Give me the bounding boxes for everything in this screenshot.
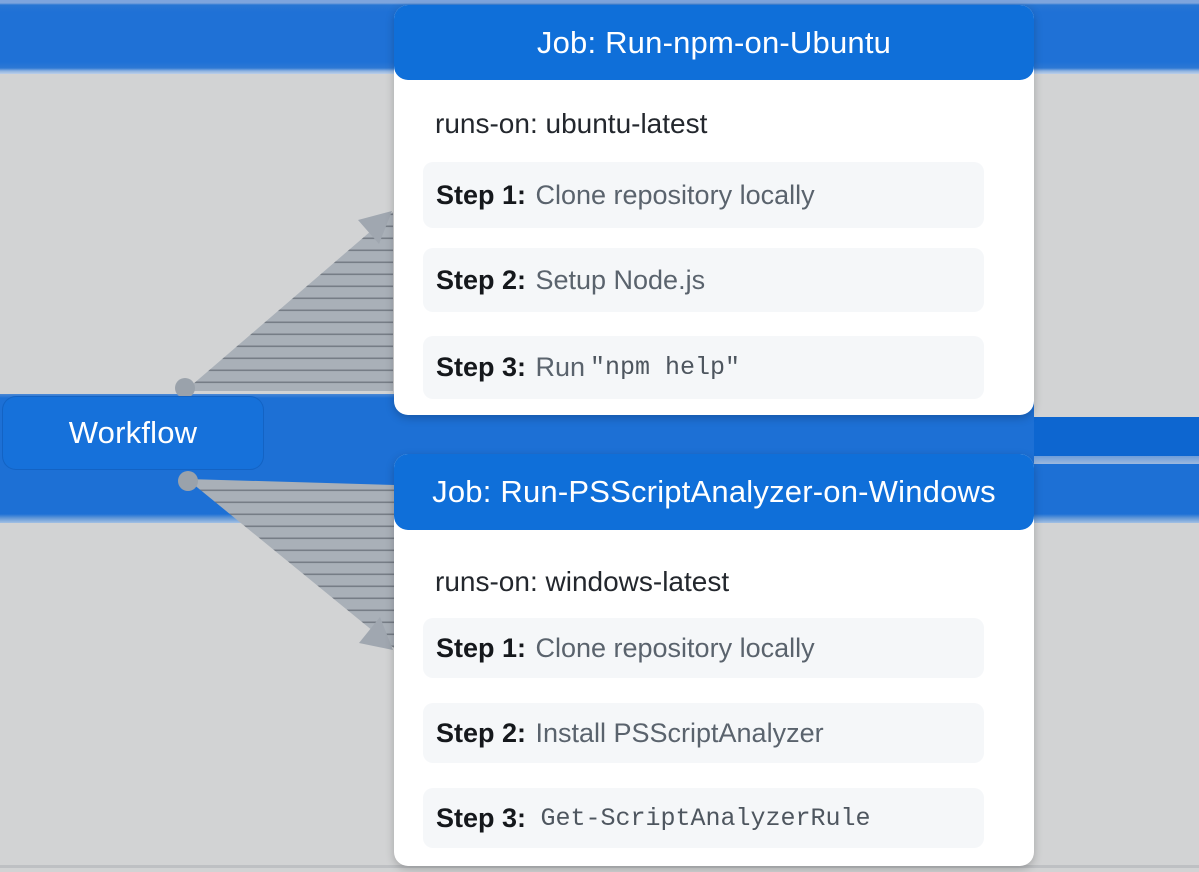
arrowhead-to-job2-icon <box>359 617 393 650</box>
step-description: Clone repository locally <box>535 632 815 663</box>
step-item: Step 2: Install PSScriptAnalyzer <box>423 703 984 763</box>
arrow-swath-to-job1 <box>185 212 393 391</box>
step-item: Step 3: Run "npm help" <box>423 336 984 399</box>
step-label: Step 3: <box>436 802 527 833</box>
job-card-ubuntu: Job: Run-npm-on-Ubuntu runs-on: ubuntu-l… <box>394 5 1034 415</box>
middle-band-right-gap <box>1034 394 1199 417</box>
middle-band-right-seam <box>1034 456 1199 464</box>
step-description: Install PSScriptAnalyzer <box>535 717 824 748</box>
step-label: Step 1: <box>436 632 527 663</box>
middle-band-right-dark-segment <box>1034 417 1199 456</box>
step-description: Clone repository locally <box>535 179 815 210</box>
step-item: Step 1: Clone repository locally <box>423 162 984 228</box>
step-item: Step 1: Clone repository locally <box>423 618 984 678</box>
job-header-windows: Job: Run-PSScriptAnalyzer-on-Windows <box>394 454 1034 530</box>
step-item: Step 2: Setup Node.js <box>423 248 984 312</box>
job-card-windows: Job: Run-PSScriptAnalyzer-on-Windows run… <box>394 454 1034 866</box>
step-code: "npm help" <box>590 353 741 382</box>
workflow-label: Workflow <box>68 415 198 450</box>
step-code: Get-ScriptAnalyzerRule <box>540 803 871 833</box>
step-description: Setup Node.js <box>535 264 706 295</box>
arrowhead-to-job1-icon <box>358 211 392 244</box>
runs-on-text: runs-on: windows-latest <box>435 566 730 597</box>
connector-dot-top <box>175 378 195 398</box>
step-description: Run <box>535 352 585 382</box>
step-item: Step 3: Get-ScriptAnalyzerRule <box>423 788 984 848</box>
connector-dot-bottom <box>178 471 198 491</box>
job-title: Job: Run-PSScriptAnalyzer-on-Windows <box>432 474 996 509</box>
bottom-divider-line <box>0 865 1199 868</box>
workflow-node: Workflow <box>2 396 264 470</box>
runs-on-text: runs-on: ubuntu-latest <box>435 108 708 139</box>
job-header-ubuntu: Job: Run-npm-on-Ubuntu <box>394 5 1034 80</box>
step-label: Step 2: <box>436 264 527 295</box>
job-title: Job: Run-npm-on-Ubuntu <box>536 24 892 60</box>
step-label: Step 3: <box>436 352 527 382</box>
step-label: Step 1: <box>436 179 527 210</box>
step-label: Step 2: <box>436 717 527 748</box>
